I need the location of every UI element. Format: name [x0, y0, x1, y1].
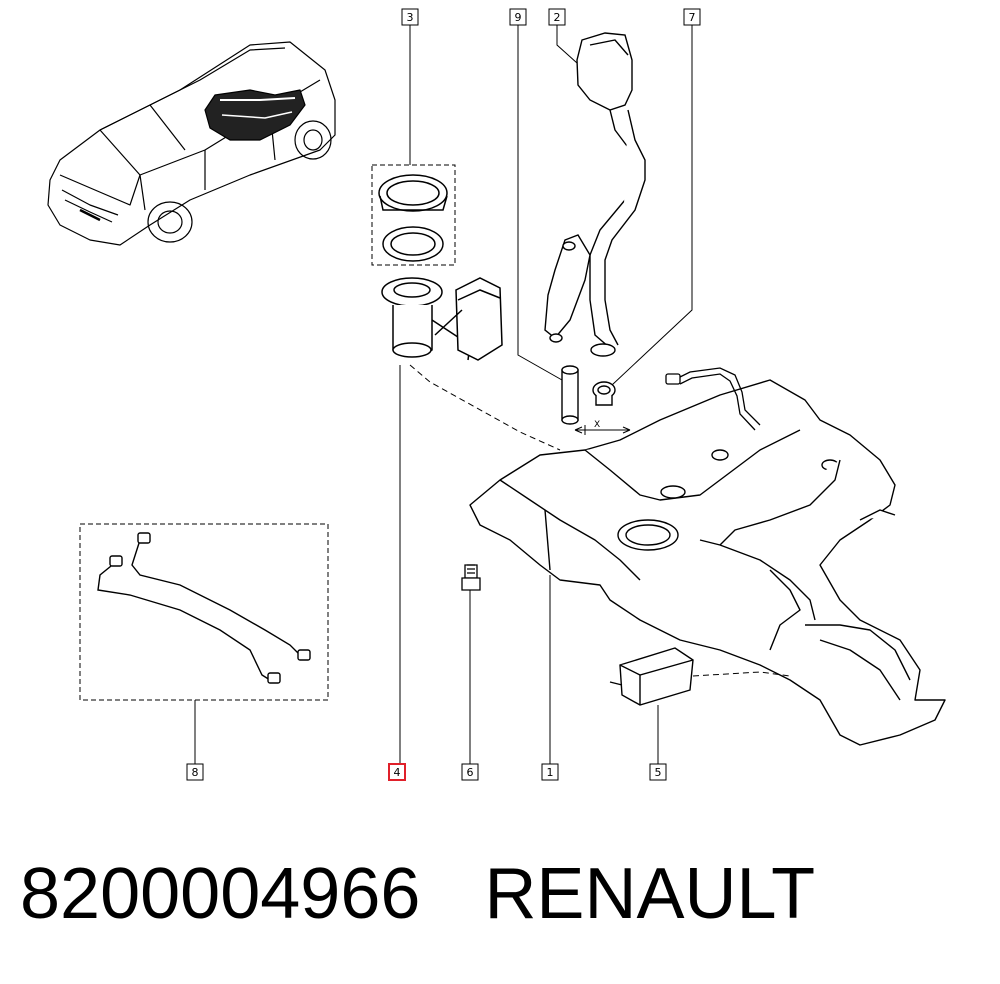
part-4-fuel-pump-sender	[381, 277, 503, 361]
callout-8-label: 8	[192, 766, 199, 779]
callout-5: 5	[649, 763, 667, 781]
callout-7: 7	[683, 8, 701, 26]
part-2-filler-neck	[544, 32, 646, 357]
callout-9-label: 9	[515, 11, 522, 24]
vehicle-illustration	[47, 41, 336, 246]
part-3-lock-ring	[378, 174, 448, 262]
part-number: 8200004966	[20, 854, 421, 934]
dimension-x	[574, 425, 631, 435]
tank-vent-pipe	[665, 367, 761, 431]
part-6-bolt	[461, 564, 481, 591]
part-8-wiring-harness	[97, 532, 311, 684]
part-3-group-box	[371, 164, 456, 266]
callout-8: 8	[186, 763, 204, 781]
callout-6-label: 6	[467, 766, 474, 779]
callout-9: 9	[509, 8, 527, 26]
callout-4-label: 4	[394, 766, 401, 779]
part-1-fuel-tank	[469, 379, 946, 746]
brand-name: RENAULT	[484, 854, 816, 934]
pump-to-tank-dashed-leader	[409, 364, 561, 451]
callout-7-label: 7	[689, 11, 696, 24]
callout-2-label: 2	[554, 11, 561, 24]
leader-lines	[194, 25, 693, 765]
callout-3-label: 3	[407, 11, 414, 24]
callout-6: 6	[461, 763, 479, 781]
callout-group: 1 2 3 4 5 6 7 8 9	[186, 8, 701, 781]
part-7-clamp	[592, 381, 616, 406]
callout-1-label: 1	[547, 766, 554, 779]
callout-4: 4	[388, 763, 406, 781]
part-8-group-box	[79, 523, 329, 701]
part-5-component	[609, 647, 694, 706]
dimension-x-label: X	[594, 420, 600, 430]
callout-1: 1	[541, 763, 559, 781]
callout-3: 3	[401, 8, 419, 26]
part-9-hose	[561, 365, 579, 425]
callout-2: 2	[548, 8, 566, 26]
part-5-dashed-leader	[692, 671, 791, 677]
callout-5-label: 5	[655, 766, 662, 779]
